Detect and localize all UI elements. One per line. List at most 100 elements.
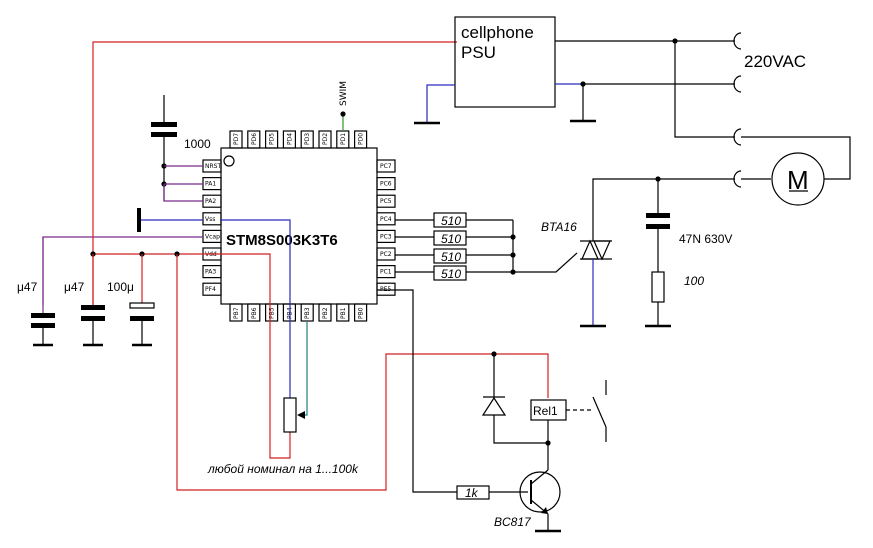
pin-bottom [318,303,332,322]
pin-bottom [265,303,279,322]
pin-bottom-label: PB2 [322,307,329,319]
capacitor-c3: 100μ [107,280,155,347]
r2-label: 510 [441,232,461,246]
capacitor-c2: μ47 [64,254,105,347]
snubber-cap-label: 47N 630V [679,232,732,246]
pc-resistors: 510 510 510 510 [395,212,516,281]
pin-left [202,265,222,279]
pin-bottom-label: PB6 [251,307,258,319]
pin-bottom-label: PB3 [304,307,311,319]
pin-right [376,194,396,208]
pin-left-label: PF4 [205,286,216,293]
pin-top [300,130,314,149]
pin-right-label: PC7 [380,163,392,170]
c1-label: μ47 [17,280,38,294]
c1-plate-a [31,313,55,318]
relay: Rel1 [481,351,607,470]
pin-top-label: PD6 [251,133,258,145]
pin-right-label: PC3 [380,233,392,240]
base-res-label: 1k [465,486,479,500]
mcu-name: STM8S003K3T6 [226,232,338,249]
motor-label: M [787,165,809,195]
snubber-cap-b [646,224,670,229]
pot-wiper-wire [300,322,308,416]
pin-top [282,130,296,149]
pin-bottom-label: PB0 [358,307,365,319]
r4-body [433,265,467,281]
pin-top-label: PD3 [304,133,311,145]
pot-note: любой номинал на 1...100k [207,462,359,476]
pin-left-label: Vss [205,216,215,223]
pin-bottom-label: PB5 [269,307,276,319]
wire-vdd-pot [203,253,291,459]
psu: cellphone PSU [414,16,596,125]
r2-body [433,230,467,246]
c1-plate-b [31,323,55,328]
wire-vcap [42,236,203,305]
mains-node-2 [580,81,586,87]
pin-top-label: PD1 [340,133,347,145]
pin-bottom [229,303,243,322]
r-node-2 [510,252,516,258]
wire-pa2 [163,184,203,202]
terminal-4 [733,170,742,188]
snubber-res-body [651,271,665,303]
pin-right-label: PC2 [380,251,392,258]
pin-right-label: PC6 [380,181,392,188]
pin-right [376,212,396,226]
reset-capacitor: 1000 [151,95,211,201]
pin-right [376,159,396,173]
mcu-body [220,147,378,305]
potentiometer: любой номинал на 1...100k [207,219,359,476]
reset-cap-plate-a [151,122,177,127]
pin-bottom [354,303,368,322]
pin-right [376,247,396,261]
pin-left-label: PA1 [205,181,216,188]
psu-label-1: cellphone [461,23,534,42]
pin-bottom-label: PB1 [340,307,347,319]
pot-body [283,397,297,433]
terminal-3 [733,128,742,146]
pin-bottom [336,303,350,322]
pin-top-label: PD2 [322,133,329,145]
mains: 220VAC [555,32,806,188]
triac-mt2-wire [592,178,735,241]
transistor: 1k BC817 [377,289,561,533]
capacitor-c1: μ47 [17,237,55,347]
psu-box [454,16,556,108]
relay-label: Rel1 [533,404,558,418]
c2-plate-a [81,305,105,310]
pin-top-label: PD5 [269,133,276,145]
transistor-arrow [541,507,548,514]
pin-top [354,130,368,149]
r3-body [433,248,467,264]
reset-cap-label: 1000 [184,137,211,151]
pin-bottom [247,303,261,322]
terminal-1 [733,32,742,50]
pot-wiper-arrow [297,411,305,419]
pin-top-label: PD7 [233,133,240,145]
triac-label: BTA16 [541,220,577,234]
r-node-1 [510,234,516,240]
relay-node-2 [545,440,551,446]
psu-label-2: PSU [461,43,496,62]
c2-label: μ47 [64,280,85,294]
pin-top [229,130,243,149]
pin-left-label: NRST [205,163,221,170]
pin-right-label: PC1 [380,269,392,276]
pin-top-label: PD0 [358,133,365,145]
motor-wire-b [741,136,851,180]
c3-plate-a [129,302,155,309]
pe5-wire [377,289,457,493]
triac-diode-a [581,239,599,260]
transistor-collector [530,469,549,485]
swim-dot [340,111,346,117]
reset-cap-plate-b [151,132,177,137]
c3-plate-b [130,316,154,321]
snubber: 47N 630V 100 [645,176,732,328]
motor: M [741,136,851,206]
snubber-cap-a [646,213,670,218]
pin-left-label: PA3 [205,269,216,276]
